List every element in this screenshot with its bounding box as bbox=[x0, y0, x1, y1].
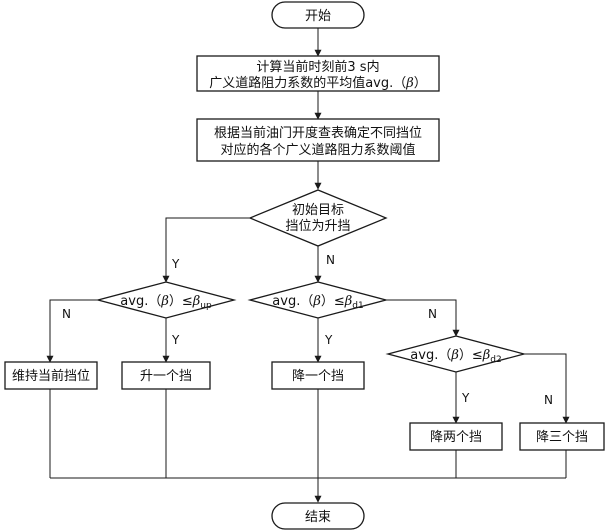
down-three-node: 降三个挡 bbox=[519, 422, 605, 451]
label-upshift-yes: Y bbox=[171, 257, 180, 271]
down-one-label: 降一个挡 bbox=[292, 369, 344, 384]
label-d1-yes: Y bbox=[324, 333, 333, 347]
up-one-node: 升一个挡 bbox=[121, 361, 211, 390]
cmp-d1-diamond bbox=[247, 281, 389, 319]
compute-avg-box bbox=[196, 55, 440, 92]
label-up-yes: Y bbox=[171, 333, 180, 347]
up-one-box bbox=[121, 361, 211, 390]
down-one-box bbox=[271, 361, 365, 390]
label-upshift-no: N bbox=[326, 253, 335, 267]
keep-gear-node: 维持当前挡位 bbox=[4, 361, 98, 390]
label-d1-no: N bbox=[428, 307, 437, 321]
edge-up-no bbox=[46, 299, 98, 363]
cmp-d2-node: avg.（β）≤βd2 bbox=[385, 335, 527, 373]
compute-avg-line2: 广义道路阻力系数的平均值avg.（β） bbox=[209, 75, 427, 91]
label-d2-yes: Y bbox=[461, 391, 470, 405]
end-terminator bbox=[271, 502, 365, 530]
upshift-decision-diamond bbox=[248, 189, 388, 247]
cmp-up-node: avg.（β）≤βup bbox=[95, 281, 237, 319]
up-one-label: 升一个挡 bbox=[140, 369, 192, 384]
lookup-thresholds-box bbox=[196, 118, 440, 162]
start-terminator bbox=[271, 1, 365, 29]
compute-avg-line1: 计算当前时刻前3 s内 bbox=[256, 59, 379, 75]
edge-labels: Y N N Y Y N Y N bbox=[62, 253, 553, 407]
down-three-box bbox=[519, 422, 605, 451]
cmp-d2-label: avg.（β）≤βd2 bbox=[410, 348, 501, 365]
upshift-decision-node: 初始目标 挡位为升挡 bbox=[248, 189, 388, 247]
down-two-label: 降两个挡 bbox=[430, 430, 482, 445]
compute-avg-node: 计算当前时刻前3 s内 广义道路阻力系数的平均值avg.（β） bbox=[196, 55, 440, 92]
cmp-d1-node: avg.（β）≤βd1 bbox=[247, 281, 389, 319]
edge-upshift-yes bbox=[162, 217, 250, 283]
down-three-label: 降三个挡 bbox=[536, 430, 588, 445]
start-label: 开始 bbox=[305, 9, 331, 24]
down-one-node: 降一个挡 bbox=[271, 361, 365, 390]
down-two-node: 降两个挡 bbox=[409, 422, 503, 451]
cmp-d2-diamond bbox=[385, 335, 527, 373]
keep-gear-label: 维持当前挡位 bbox=[12, 368, 90, 384]
end-label: 结束 bbox=[305, 510, 331, 525]
cmp-d1-label: avg.（β）≤βd1 bbox=[272, 294, 363, 311]
upshift-decision-line2: 挡位为升挡 bbox=[285, 219, 350, 234]
label-d2-no: N bbox=[544, 393, 553, 407]
lookup-thresholds-node: 根据当前油门开度查表确定不同挡位 对应的各个广义道路阻力系数阈值 bbox=[196, 118, 440, 162]
down-two-box bbox=[409, 422, 503, 451]
edge-d1-no bbox=[386, 299, 460, 337]
label-up-no: N bbox=[62, 307, 71, 321]
lookup-line2: 对应的各个广义道路阻力系数阈值 bbox=[220, 142, 415, 158]
upshift-decision-line1: 初始目标 bbox=[292, 203, 344, 218]
edge-d2-no bbox=[524, 353, 570, 424]
keep-gear-box bbox=[4, 361, 98, 390]
cmp-up-diamond bbox=[95, 281, 237, 319]
edges bbox=[46, 28, 570, 503]
end-node: 结束 bbox=[271, 502, 365, 530]
start-node: 开始 bbox=[271, 1, 365, 29]
cmp-up-label: avg.（β）≤βup bbox=[120, 294, 212, 311]
lookup-line1: 根据当前油门开度查表确定不同挡位 bbox=[214, 125, 422, 141]
